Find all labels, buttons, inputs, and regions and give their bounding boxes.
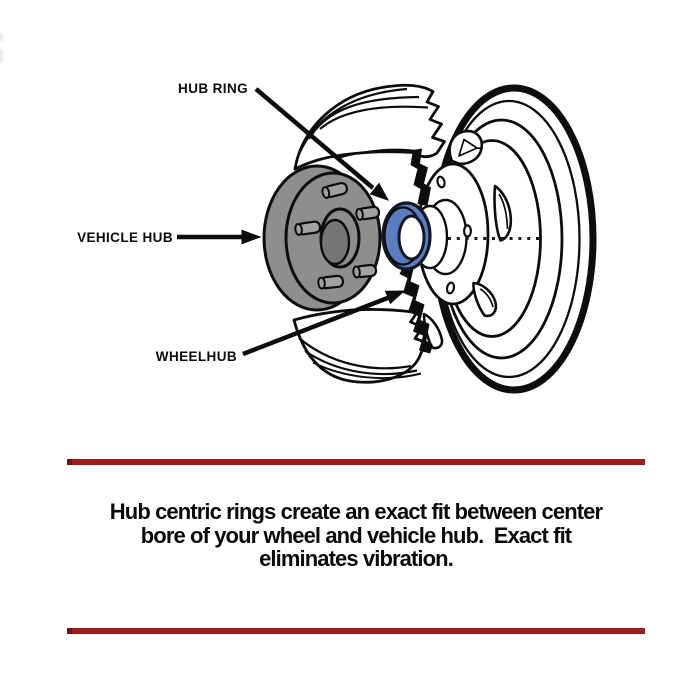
caption-line-1: Hub centric rings create an exact fit be… (109, 499, 603, 524)
hub-ring-arrow (254, 87, 390, 201)
wheelhub-arrow (242, 290, 406, 357)
wheel-vent-holes (422, 129, 513, 350)
wheelhub-label: WHEELHUB (156, 349, 237, 364)
hub-center-bore-inner (319, 218, 351, 266)
vehicle-hub-arrow (177, 229, 262, 245)
edge-artifacts (0, 33, 3, 63)
caption-line-3: eliminates vibration. (259, 546, 454, 571)
tire-upper-band (293, 83, 446, 171)
vehicle-hub-part (262, 164, 382, 312)
hub-ring-label: HUB RING (178, 81, 248, 96)
vehicle-hub-label: VEHICLE HUB (77, 230, 173, 245)
wheel-bolt-holes (436, 175, 473, 295)
divider-line-bottom (67, 628, 645, 634)
diagram-labels: HUB RING VEHICLE HUB WHEELHUB (77, 81, 248, 364)
callout-arrows (177, 87, 406, 357)
caption: Hub centric rings create an exact fit be… (11, 500, 700, 571)
divider-line-top (67, 459, 645, 465)
tire-lower-band (292, 308, 429, 384)
hub-ring-part (381, 201, 432, 271)
break-bands (399, 148, 433, 354)
wheel-illustration (411, 84, 597, 394)
hub-ring-opening (397, 214, 426, 261)
wheel-studs (294, 181, 381, 290)
hub-ring-diagram: HUB RING VEHICLE HUB WHEELHUB (0, 33, 597, 394)
axis-dotted-line (448, 237, 539, 240)
caption-line-2: bore of your wheel and vehicle hub. Exac… (140, 522, 572, 548)
